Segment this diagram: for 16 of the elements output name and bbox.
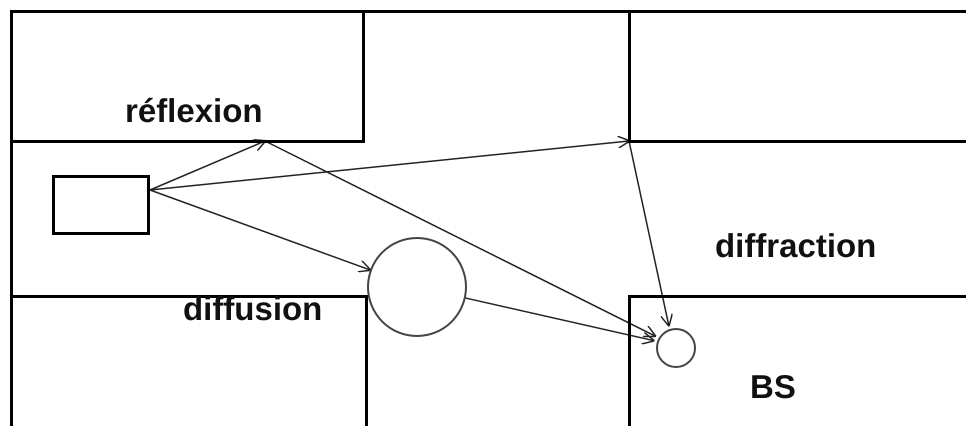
signal-arrow (150, 139, 267, 191)
building-outline (10, 10, 365, 143)
signal-arrow (150, 135, 631, 191)
building-outline (10, 295, 368, 426)
signal-arrow (150, 189, 372, 273)
area-label: BS (750, 370, 796, 403)
area-label: diffusion (183, 292, 322, 325)
building-outline (628, 295, 966, 426)
signal-arrow (628, 140, 674, 328)
transmitter-box (52, 175, 150, 235)
scatter-circle (367, 237, 467, 337)
area-label: réflexion (125, 94, 263, 127)
area-label: diffraction (715, 229, 876, 262)
building-outline (628, 10, 966, 143)
scatter-circle (656, 328, 696, 368)
signal-arrow (466, 297, 656, 345)
